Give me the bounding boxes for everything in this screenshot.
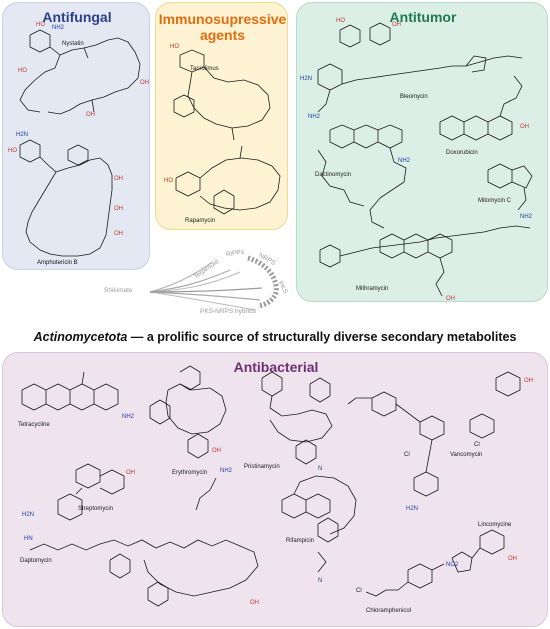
antifungal-title: Antifungal — [42, 9, 112, 25]
vancomycin-structure: Vancomycin Cl Cl H2N OH — [347, 371, 533, 512]
amphotericin-label: Amphotericin B — [37, 260, 78, 266]
svg-text:OH: OH — [114, 176, 123, 182]
bleomycin-label: Bleomycin — [400, 94, 428, 100]
svg-text:NH2: NH2 — [520, 214, 533, 220]
antibacterial-title: Antibacterial — [233, 359, 319, 375]
biosynthesis-fan — [149, 255, 279, 311]
pks-nrps-hybrids-label: PKS-NRPS hybrids — [200, 308, 256, 315]
tetracycline-structure: Tetracycline NH2 — [18, 371, 135, 428]
svg-text:HN: HN — [24, 536, 33, 542]
svg-text:NO2: NO2 — [446, 562, 459, 568]
svg-text:NH2: NH2 — [308, 114, 321, 120]
svg-text:Cl: Cl — [404, 452, 410, 458]
svg-text:HO: HO — [18, 68, 27, 74]
lincomycine-label: Lincomycine — [478, 522, 512, 528]
svg-text:H2N: H2N — [406, 506, 418, 512]
svg-text:OH: OH — [250, 600, 259, 606]
streptomycin-structure: Streptomycin H2N HN OH — [22, 463, 135, 542]
rapamycin-structure: Rapamycin HO — [164, 145, 281, 224]
svg-text:NH2: NH2 — [52, 25, 65, 31]
svg-text:OH: OH — [86, 112, 95, 118]
headline: Actinomycetota — a prolific source of st… — [0, 330, 550, 344]
svg-text:N: N — [318, 578, 322, 584]
svg-text:Cl: Cl — [356, 588, 362, 594]
bleomycin-structure: Bleomycin H2N NH2 HO OH — [300, 18, 523, 120]
svg-text:OH: OH — [446, 296, 455, 302]
svg-text:OH: OH — [520, 124, 529, 130]
svg-text:HO: HO — [8, 148, 17, 154]
svg-text:OH: OH — [212, 448, 221, 454]
streptomycin-label: Streptomycin — [78, 506, 113, 512]
headline-genus: Actinomycetota — [33, 330, 128, 344]
svg-text:NH2: NH2 — [398, 158, 411, 164]
svg-text:OH: OH — [126, 470, 135, 476]
tacrolimus-structure: Tacrolimus HO — [170, 44, 271, 141]
immunosuppressive-title-line2: agents — [199, 27, 246, 43]
tacrolimus-label: Tacrolimus — [190, 66, 219, 72]
svg-text:N: N — [318, 466, 322, 472]
mitomycin-label: Mitomycin C — [478, 198, 512, 204]
erythromycin-structure: Erythromycin OH — [149, 365, 227, 476]
tetracycline-label: Tetracycline — [18, 422, 50, 428]
mithramycin-structure: Mithramycin OH — [319, 225, 531, 302]
mitomycin-structure: Mitomycin C NH2 — [478, 163, 533, 220]
erythromycin-label: Erythromycin — [172, 470, 207, 476]
antibacterial-panel: Antibacterial — [2, 352, 548, 627]
svg-text:OH: OH — [392, 22, 401, 28]
svg-text:OH: OH — [508, 556, 517, 562]
antitumor-title: Antitumor — [389, 9, 457, 25]
immunosuppressive-title: Immunosupressive agents — [156, 11, 289, 43]
nystatin-structure: Nystatin HO HO NH2 OH OH — [18, 22, 149, 118]
svg-text:NH2: NH2 — [122, 414, 135, 420]
vancomycin-label: Vancomycin — [450, 452, 482, 458]
rifampicin-label: Rifampicin — [286, 538, 314, 544]
svg-text:OH: OH — [524, 378, 533, 384]
chloramphenicol-structure: Chloramphenicol NO2 Cl — [356, 562, 459, 614]
chloramphenicol-label: Chloramphenicol — [366, 608, 411, 614]
svg-text:HO: HO — [336, 18, 345, 24]
svg-text:HO: HO — [36, 22, 45, 28]
pristinamycin-structure: Pristinamycin N — [244, 371, 333, 472]
svg-text:HO: HO — [164, 178, 173, 184]
rifampicin-structure: Rifampicin N — [281, 475, 357, 584]
lincomycine-structure: Lincomycine OH — [451, 522, 517, 573]
mithramycin-label: Mithramycin — [356, 286, 388, 292]
svg-text:H2N: H2N — [16, 132, 28, 138]
svg-text:HO: HO — [170, 44, 179, 50]
antifungal-panel: Antifungal — [2, 2, 150, 270]
dactinomycin-label: Dactinomycin — [315, 172, 351, 178]
svg-text:H2N: H2N — [22, 512, 34, 518]
svg-text:H2N: H2N — [300, 76, 312, 82]
immunosuppressive-title-line1: Immunosupressive — [158, 11, 287, 27]
svg-text:OH: OH — [114, 206, 123, 212]
daptomycin-label: Daptomycin — [20, 558, 52, 564]
svg-text:OH: OH — [140, 80, 149, 86]
svg-text:NH2: NH2 — [220, 468, 233, 474]
daptomycin-structure: Daptomycin NH2 OH — [20, 468, 259, 607]
shikimate-label: Shikimate — [104, 287, 133, 294]
headline-text: — a prolific source of structurally dive… — [127, 330, 517, 344]
antitumor-panel: Antitumor — [296, 2, 548, 302]
nystatin-label: Nystatin — [62, 41, 84, 47]
doxorubicin-label: Doxorubicin — [446, 150, 478, 156]
doxorubicin-structure: Doxorubicin OH — [439, 75, 529, 156]
svg-text:Cl: Cl — [474, 442, 480, 448]
dactinomycin-structure: Dactinomycin NH2 — [315, 124, 411, 229]
immunosuppressive-panel: Immunosupressive agents — [155, 2, 288, 230]
svg-text:OH: OH — [114, 231, 123, 237]
rapamycin-label: Rapamycin — [185, 218, 215, 224]
pristinamycin-label: Pristinamycin — [244, 464, 280, 470]
amphotericin-structure: HO H2N OH OH OH — [8, 132, 123, 257]
